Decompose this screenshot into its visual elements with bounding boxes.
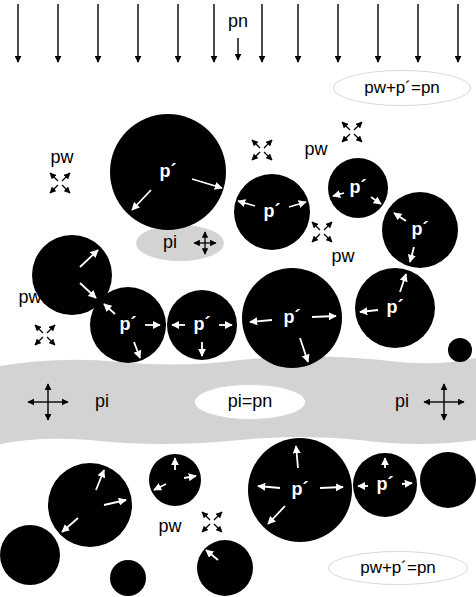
effective-stress-label: p´: [120, 315, 137, 335]
equation-oval: pw+p´=pn: [333, 70, 471, 106]
soil-grain: p´: [234, 174, 310, 250]
ice-pressure-label: pi: [163, 233, 177, 253]
ice-pressure-label: pi: [95, 392, 109, 412]
soil-grain: p´: [167, 290, 237, 360]
equation-oval: pw+p´=pn: [328, 551, 468, 585]
ice-lens: [0, 356, 476, 444]
load-arrows: [18, 4, 458, 62]
equation-label: pi=pn: [228, 392, 273, 412]
effective-stress-label: p´: [160, 162, 177, 182]
water-pressure-label: pw: [18, 288, 41, 308]
soil-grain: p´: [248, 438, 352, 542]
soil-grains: [0, 114, 476, 596]
ice-pressure-label: pi: [395, 392, 409, 412]
ice-pocket: pi: [140, 226, 200, 260]
effective-stress-label: p´: [292, 480, 309, 500]
effective-stress-label: p´: [350, 178, 367, 198]
soil-grain: p´: [328, 158, 388, 218]
equation-oval: pi=pn: [194, 384, 306, 420]
load-label: pn: [228, 12, 248, 32]
water-pressure-label: pw: [50, 148, 73, 168]
soil-grain: p´: [110, 114, 226, 230]
effective-stress-label: p´: [412, 220, 429, 240]
soil-grain: p´: [382, 192, 458, 268]
water-pressure-label: pw: [158, 517, 181, 537]
effective-stress-label: p´: [387, 298, 404, 318]
water-pressure-label: pw: [304, 140, 327, 160]
effective-stress-label: p´: [377, 475, 394, 495]
equation-label: pw+p´=pn: [364, 79, 440, 98]
effective-stress-label: p´: [194, 315, 211, 335]
effective-stress-label: p´: [284, 308, 301, 328]
equation-label: pw+p´=pn: [360, 559, 436, 578]
water-pressure-label: pw: [331, 247, 354, 267]
ice-lens: pi pi pi=pn: [2, 362, 476, 442]
ice-pocket: [136, 225, 224, 261]
pressure-crosses: [28, 122, 464, 532]
soil-grain: p´: [355, 268, 435, 348]
soil-grain: p´: [353, 453, 417, 517]
contact-arrows: [62, 179, 414, 560]
effective-stress-label: p´: [264, 202, 281, 222]
soil-grain: p´: [242, 268, 342, 368]
soil-grain: p´: [90, 287, 166, 363]
